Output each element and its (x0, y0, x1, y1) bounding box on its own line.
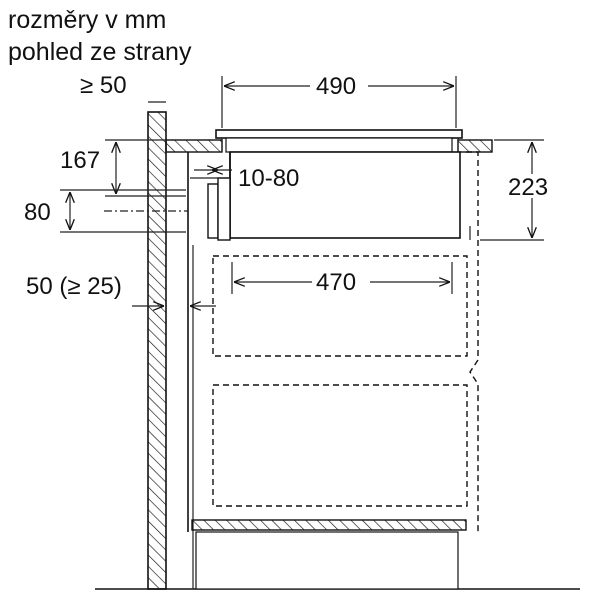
cabinet-bottom (191, 519, 467, 531)
dimension-unit-height: 223 (480, 139, 557, 241)
diagram-subtitle: pohled ze strany (8, 38, 192, 66)
dimension-vent-range: 10-80 (194, 165, 299, 192)
dimension-vent-range-label: 10-80 (238, 165, 299, 192)
dimension-vent-height-label: 80 (24, 199, 51, 226)
dimension-hob-width-label: 490 (316, 73, 356, 100)
dimension-vent-height: 80 (24, 189, 188, 233)
wall (147, 111, 167, 590)
dimension-inner-width: 470 (231, 262, 453, 296)
dimension-inner-width-label: 470 (316, 269, 356, 296)
dimension-unit-height-label: 223 (508, 174, 548, 201)
cabinet-side-dashed (466, 151, 479, 532)
dimension-depth-top: 167 (60, 139, 186, 197)
drawer-outline-upper (212, 255, 468, 357)
drawer-outline-lower (212, 384, 468, 507)
dimension-hob-width: 490 (221, 73, 457, 128)
hob-top (215, 129, 463, 153)
dimension-depth-top-label: 167 (60, 147, 100, 174)
vent-outlet (190, 177, 231, 241)
dimension-wall-gap: 50 (≥ 25) (26, 273, 216, 306)
plinth (195, 531, 459, 590)
dimension-min-gap-label: ≥ 50 (80, 72, 127, 99)
dimension-wall-gap-label: 50 (≥ 25) (26, 273, 122, 300)
diagram-title: rozměry v mm (8, 6, 167, 34)
dimension-min-gap: ≥ 50 (80, 72, 166, 103)
